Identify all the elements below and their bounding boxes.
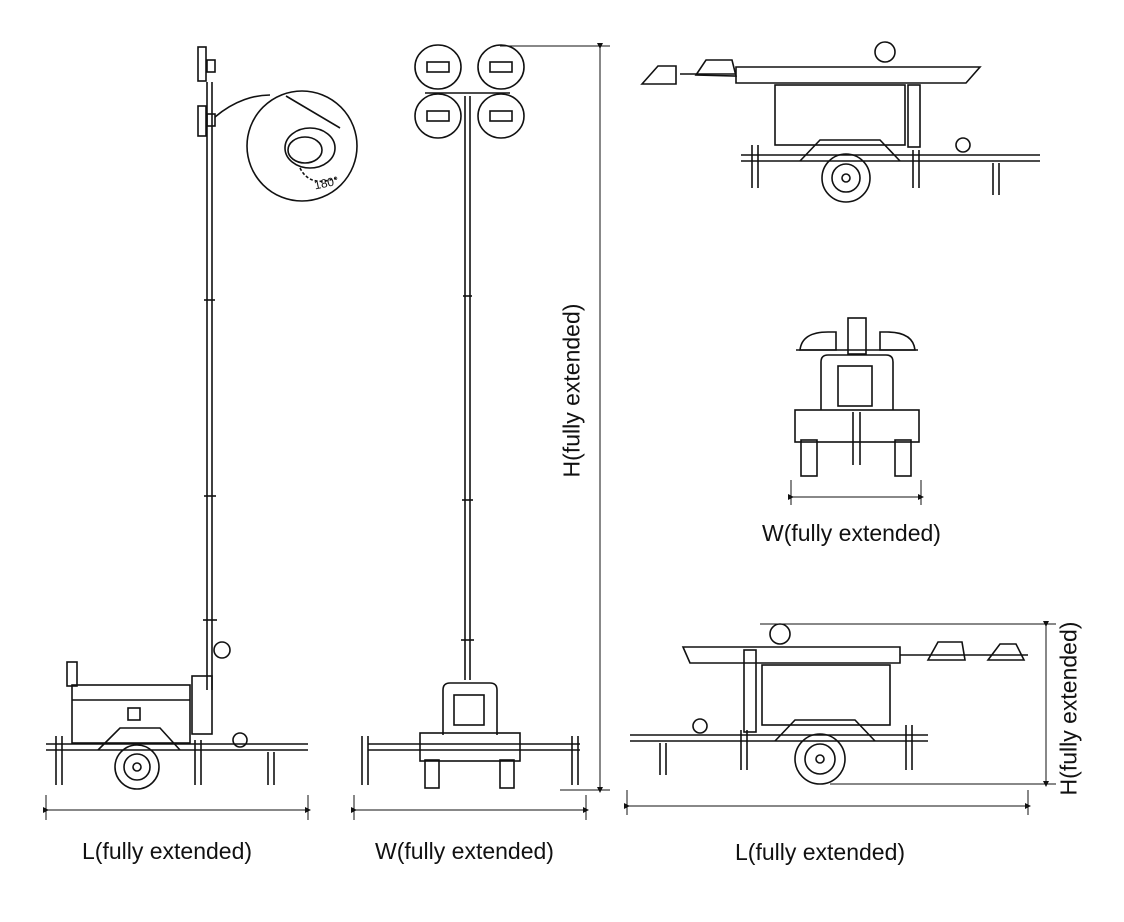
side-view-length-label: L(fully extended)	[82, 838, 253, 864]
extended-height-label: H(fully extended)	[558, 303, 585, 478]
side-view-transport-lower	[624, 621, 1056, 815]
transport-length-label: L(fully extended)	[735, 839, 906, 865]
side-view-tower-extended	[43, 46, 358, 820]
front-view-width-label: W(fully extended)	[375, 838, 554, 864]
transport-height-label: H(fully extended)	[1055, 621, 1082, 796]
side-view-transport-upper	[640, 41, 1040, 203]
rear-view-width-label: W(fully extended)	[762, 520, 941, 546]
rear-view-transport	[788, 317, 924, 505]
front-view-tower-extended	[351, 43, 610, 820]
